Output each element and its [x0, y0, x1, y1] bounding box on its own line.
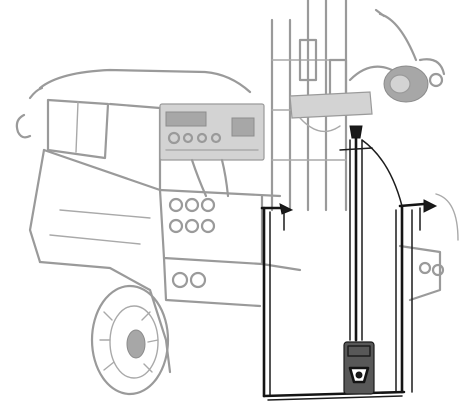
front-wheel: [90, 284, 170, 396]
weighted-tank-illustration: [343, 341, 375, 395]
trench-excavation-illustration: [260, 199, 438, 401]
mast-head: [289, 8, 446, 119]
grille-lamps: [168, 197, 216, 289]
control-panel-illustration: [159, 103, 265, 198]
mast-tower-illustration: [270, 0, 446, 212]
probe-rod-illustration: [339, 125, 403, 342]
